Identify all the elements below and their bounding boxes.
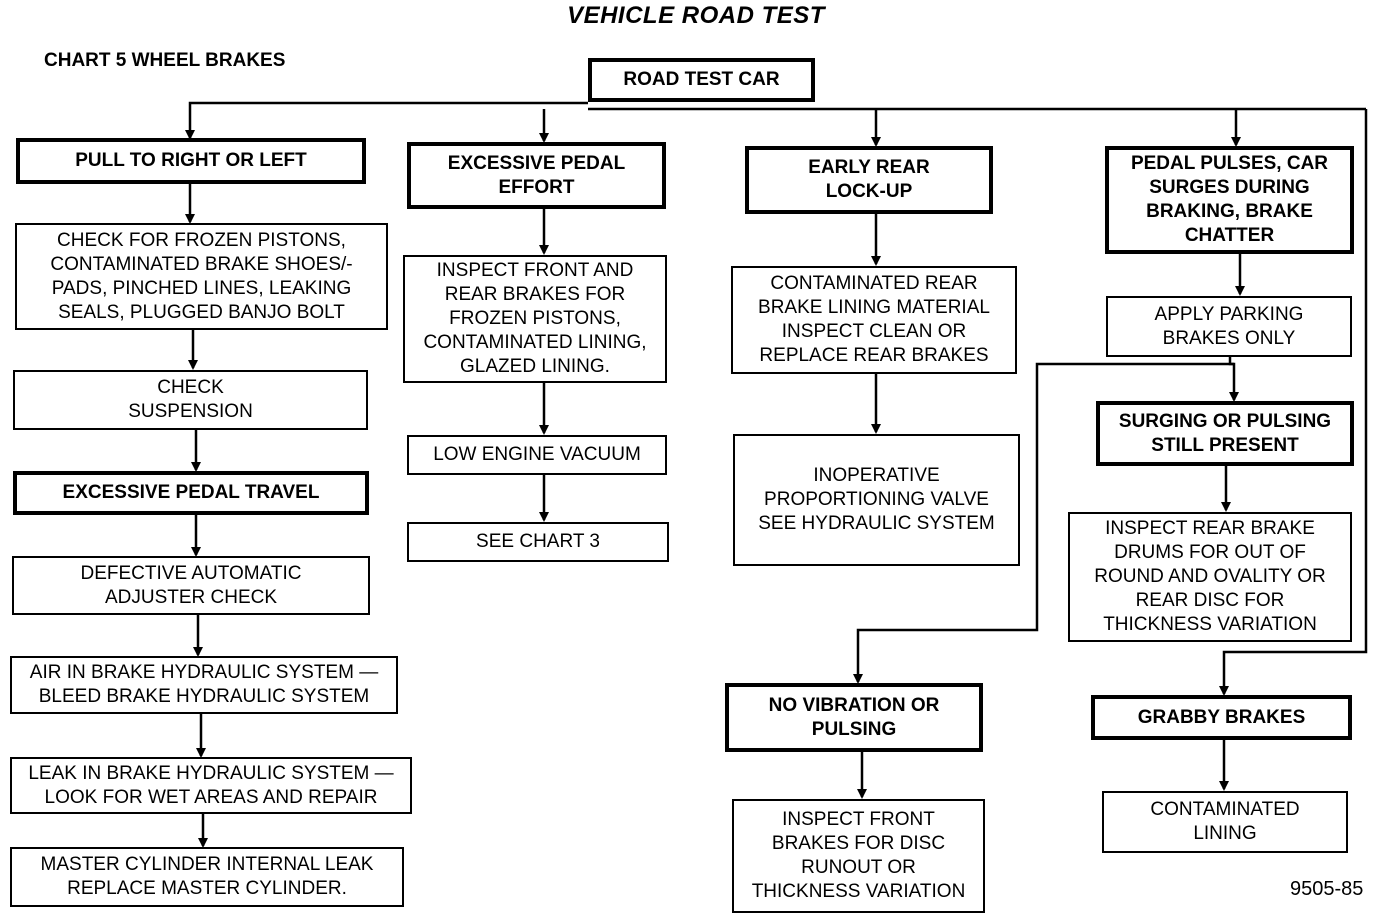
connector-road-to-pull (185, 101, 588, 140)
node-excessive-pedal-travel: EXCESSIVE PEDAL TRAVEL (13, 471, 369, 515)
node-road-test-car: ROAD TEST CAR (588, 58, 815, 102)
node-surging-still-present: SURGING OR PULSING STILL PRESENT (1096, 401, 1354, 466)
node-air-in-hydraulic: AIR IN BRAKE HYDRAULIC SYSTEM — BLEED BR… (10, 656, 398, 714)
node-master-cylinder: MASTER CYLINDER INTERNAL LEAK REPLACE MA… (10, 847, 404, 907)
figure-id: 9505-85 (1290, 878, 1364, 900)
node-inspect-rear-drums: INSPECT REAR BRAKE DRUMS FOR OUT OF ROUN… (1068, 512, 1352, 642)
node-leak-in-hydraulic: LEAK IN BRAKE HYDRAULIC SYSTEM — LOOK FO… (10, 757, 412, 814)
node-excessive-pedal-effort: EXCESSIVE PEDAL EFFORT (407, 142, 666, 209)
node-grabby-brakes: GRABBY BRAKES (1091, 695, 1352, 740)
node-pedal-pulses: PEDAL PULSES, CAR SURGES DURING BRAKING,… (1105, 146, 1354, 254)
node-low-engine-vacuum: LOW ENGINE VACUUM (407, 435, 667, 475)
node-defective-adjuster: DEFECTIVE AUTOMATIC ADJUSTER CHECK (12, 556, 370, 615)
node-pull-right-left: PULL TO RIGHT OR LEFT (16, 138, 366, 184)
node-check-suspension: CHECK SUSPENSION (13, 370, 368, 430)
chart-label: CHART 5 WHEEL BRAKES (44, 50, 286, 71)
node-no-vibration: NO VIBRATION OR PULSING (725, 683, 983, 752)
node-apply-parking-brakes: APPLY PARKING BRAKES ONLY (1106, 296, 1352, 357)
node-inspect-front-disc: INSPECT FRONT BRAKES FOR DISC RUNOUT OR … (732, 799, 985, 913)
connector-loop-no-vibration (853, 362, 1234, 684)
node-contaminated-rear-lining: CONTAMINATED REAR BRAKE LINING MATERIAL … (731, 266, 1017, 374)
node-see-chart-3: SEE CHART 3 (407, 522, 669, 562)
node-inspect-front-rear: INSPECT FRONT AND REAR BRAKES FOR FROZEN… (403, 255, 667, 383)
connector-to-grabby (1219, 109, 1368, 696)
node-check-frozen-pistons: CHECK FOR FROZEN PISTONS, CONTAMINATED B… (15, 223, 388, 330)
page-title: VEHICLE ROAD TEST (567, 2, 825, 29)
node-early-rear-lockup: EARLY REAR LOCK-UP (745, 146, 993, 214)
node-inoperative-valve: INOPERATIVE PROPORTIONING VALVE SEE HYDR… (733, 434, 1020, 566)
node-contaminated-lining: CONTAMINATED LINING (1102, 791, 1348, 853)
